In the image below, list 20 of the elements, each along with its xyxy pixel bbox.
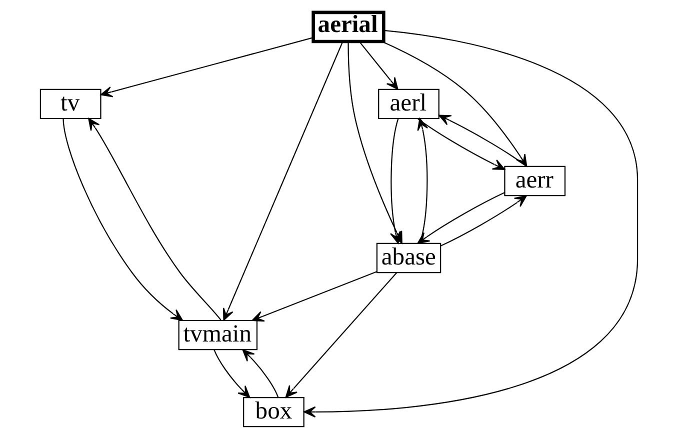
arrow — [62, 118, 183, 321]
arrow — [303, 30, 638, 418]
arrow — [417, 118, 505, 170]
arrow — [390, 118, 400, 244]
arrow — [213, 350, 250, 398]
node-box: aerl — [378, 88, 439, 120]
arrow — [88, 118, 221, 320]
node-box: abase — [376, 242, 441, 274]
arrow — [242, 349, 278, 398]
arrow — [251, 271, 377, 322]
arrow — [440, 195, 526, 246]
arrow — [222, 41, 343, 321]
arrow — [284, 272, 397, 398]
arrow — [100, 37, 313, 98]
node-box: aerr — [504, 166, 566, 196]
node-box: tv — [39, 88, 101, 120]
arrow — [358, 41, 398, 90]
node-box: aerial — [311, 10, 385, 44]
node-box: box — [242, 396, 304, 428]
node-box: tvmain — [178, 320, 258, 350]
